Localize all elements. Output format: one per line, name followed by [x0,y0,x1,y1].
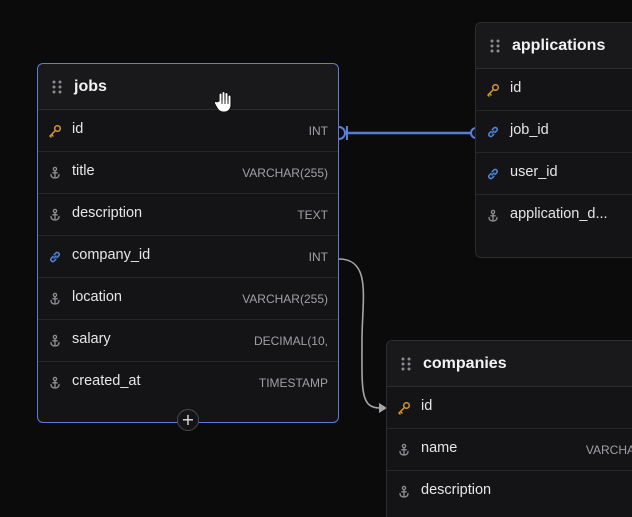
key-icon [397,401,411,415]
column-row-id[interactable]: id INT [38,110,338,152]
key-icon [48,124,62,138]
column-row-id[interactable]: id [476,69,632,111]
column-row-salary[interactable]: salary DECIMAL(10, [38,320,338,362]
table-title: companies [423,354,507,372]
column-name: title [72,162,95,179]
anchor-icon [486,209,500,223]
column-type: VARCHAR(255) [242,291,328,306]
column-row-company-id[interactable]: company_id INT [38,236,338,278]
column-name: description [421,482,492,498]
column-row-description[interactable]: description [387,471,632,513]
table-title: jobs [74,77,107,95]
column-type: VARCHAR(255) [242,165,328,180]
anchor-icon [397,443,411,457]
key-icon [486,83,500,97]
column-type: DECIMAL(10, [253,333,328,348]
link-icon [486,167,500,181]
table-companies[interactable]: companies id name VARCHA description [386,340,632,517]
relation-jobs-applications[interactable] [338,126,482,140]
column-name: application_d... [510,206,608,222]
column-row-id[interactable]: id [387,387,632,429]
link-icon [48,250,62,264]
column-name: location [72,288,122,305]
column-row-name[interactable]: name VARCHA [387,429,632,471]
add-column-button[interactable]: + [177,409,199,431]
column-type: VARCHA [585,442,632,457]
column-name: name [421,439,458,456]
column-type: TEXT [297,207,328,222]
anchor-icon [48,166,62,180]
table-title: applications [512,36,606,54]
column-row-application-d[interactable]: application_d... [476,195,632,237]
hand-cursor-icon [213,90,235,114]
column-row-job-id[interactable]: job_id [476,111,632,153]
column-name: id [510,79,522,96]
column-name: user_id [510,163,558,180]
column-type: TIMESTAMP [258,376,328,390]
table-applications[interactable]: applications id job_id user_id application_… [475,22,632,258]
anchor-icon [48,376,62,390]
column-row-location[interactable]: location VARCHAR(255) [38,278,338,320]
drag-handle-icon[interactable] [401,357,411,371]
relation-jobs-companies[interactable] [338,258,387,413]
column-name: description [72,204,143,221]
column-name: company_id [72,246,151,263]
table-header[interactable]: jobs [38,64,338,110]
anchor-icon [397,485,411,499]
anchor-icon [48,334,62,348]
column-row-created-at[interactable]: created_at TIMESTAMP [38,362,338,404]
column-name: created_at [72,373,141,389]
column-name: job_id [510,121,549,138]
column-name: salary [72,330,111,347]
link-icon [486,125,500,139]
column-row-user-id[interactable]: user_id [476,153,632,195]
column-row-title[interactable]: title VARCHAR(255) [38,152,338,194]
column-type: INT [308,123,328,138]
column-row-description[interactable]: description TEXT [38,194,338,236]
anchor-icon [48,208,62,222]
column-list: id name VARCHA description [387,387,632,513]
table-header[interactable]: companies [387,341,632,387]
drag-handle-icon[interactable] [52,80,62,94]
column-list: id job_id user_id application_d... [476,69,632,237]
drag-handle-icon[interactable] [490,39,500,53]
column-type: INT [308,249,328,264]
anchor-icon [48,292,62,306]
table-header[interactable]: applications [476,23,632,69]
column-name: id [72,120,84,137]
column-name: id [421,397,433,414]
